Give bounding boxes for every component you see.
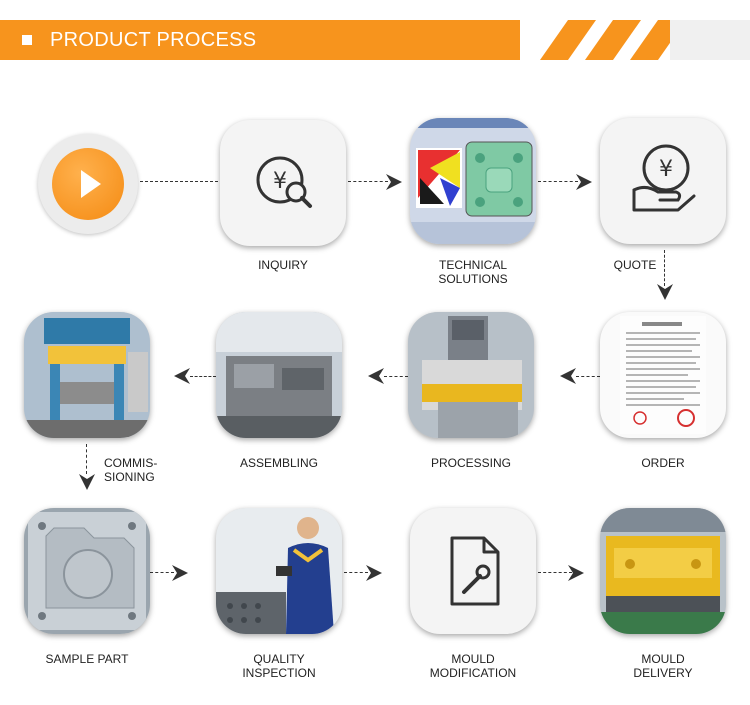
step-label-assembling: ASSEMBLING <box>204 456 354 470</box>
label-line: SIONING <box>104 470 155 484</box>
technical-solutions-tile[interactable] <box>410 118 536 244</box>
arrow-left-icon <box>174 368 190 384</box>
arrow-down-icon <box>79 474 95 490</box>
yellow-mould-image <box>600 508 726 634</box>
step-label-processing: PROCESSING <box>396 456 546 470</box>
arrow-right-icon <box>172 565 188 581</box>
metal-part-image <box>24 508 150 634</box>
play-icon <box>81 170 101 198</box>
svg-text:¥: ¥ <box>659 157 673 182</box>
step-label-commissioning: COMMIS- SIONING <box>84 456 174 484</box>
step-label-delivery: MOULD DELIVERY <box>588 652 738 680</box>
yen-search-icon: ¥ <box>256 156 312 208</box>
connector-line <box>344 572 368 573</box>
label-line: DELIVERY <box>633 666 693 680</box>
connector-line <box>190 376 216 377</box>
arrow-right-icon <box>366 565 382 581</box>
connector-line <box>538 181 578 182</box>
cnc-machine-image <box>408 312 534 438</box>
label-line: ORDER <box>641 456 685 470</box>
step-label-inquiry: INQUIRY <box>208 258 358 272</box>
label-line: TECHNICAL <box>438 258 507 272</box>
label-line: INQUIRY <box>258 258 308 272</box>
connector-line <box>384 376 408 377</box>
label-line: INSPECTION <box>242 666 316 680</box>
arrow-left-icon <box>560 368 576 384</box>
page-title: PRODUCT PROCESS <box>50 29 257 51</box>
label-line: ASSEMBLING <box>239 456 319 470</box>
step-label-quality: QUALITY INSPECTION <box>204 652 354 680</box>
label-line: SOLUTIONS <box>438 272 508 286</box>
processing-tile[interactable] <box>408 312 534 438</box>
arrow-down-icon <box>657 284 673 300</box>
connector-line <box>348 181 388 182</box>
arrow-right-icon <box>568 565 584 581</box>
banner-bar <box>0 20 520 60</box>
label-line: SAMPLE PART <box>45 652 129 666</box>
quality-inspection-tile[interactable] <box>216 508 342 634</box>
connector-line <box>140 181 218 182</box>
svg-text:¥: ¥ <box>273 169 287 194</box>
commissioning-tile[interactable] <box>24 312 150 438</box>
connector-line <box>150 572 174 573</box>
step-label-modification: MOULD MODIFICATION <box>398 652 548 680</box>
arrow-right-icon <box>576 174 592 190</box>
label-line: QUALITY <box>253 652 305 666</box>
step-label-sample: SAMPLE PART <box>12 652 162 666</box>
label-line: MODIFICATION <box>429 666 517 680</box>
sample-part-tile[interactable] <box>24 508 150 634</box>
banner-end <box>670 20 750 60</box>
step-label-quote: QUOTE <box>560 258 710 272</box>
inquiry-tile[interactable]: ¥ <box>220 120 346 246</box>
connector-line <box>576 376 600 377</box>
quote-tile[interactable]: ¥ <box>600 118 726 244</box>
label-line: MOULD <box>451 652 495 666</box>
label-line: PROCESSING <box>430 456 511 470</box>
connector-line <box>86 444 87 474</box>
mould-assembly-image <box>216 312 342 438</box>
square-bullet-icon <box>22 35 32 45</box>
header-banner: PRODUCT PROCESS <box>0 20 750 60</box>
yen-hand-icon: ¥ <box>632 144 696 212</box>
mould-modification-tile[interactable] <box>410 508 536 634</box>
hydraulic-press-image <box>24 312 150 438</box>
inspection-worker-image <box>216 508 342 634</box>
document-wrench-icon <box>450 536 500 606</box>
arrow-left-icon <box>368 368 384 384</box>
label-line: MOULD <box>641 652 685 666</box>
step-label-technical: TECHNICAL SOLUTIONS <box>398 258 548 286</box>
step-label-order: ORDER <box>588 456 738 470</box>
connector-line <box>538 572 572 573</box>
label-line: COMMIS- <box>104 456 158 470</box>
assembling-tile[interactable] <box>216 312 342 438</box>
arrow-right-icon <box>386 174 402 190</box>
software-screenshot-image <box>410 118 536 244</box>
label-line: QUOTE <box>613 258 657 272</box>
mould-delivery-tile[interactable] <box>600 508 726 634</box>
contract-document-image <box>620 316 706 434</box>
order-tile[interactable] <box>600 312 726 438</box>
connector-line <box>664 250 665 286</box>
